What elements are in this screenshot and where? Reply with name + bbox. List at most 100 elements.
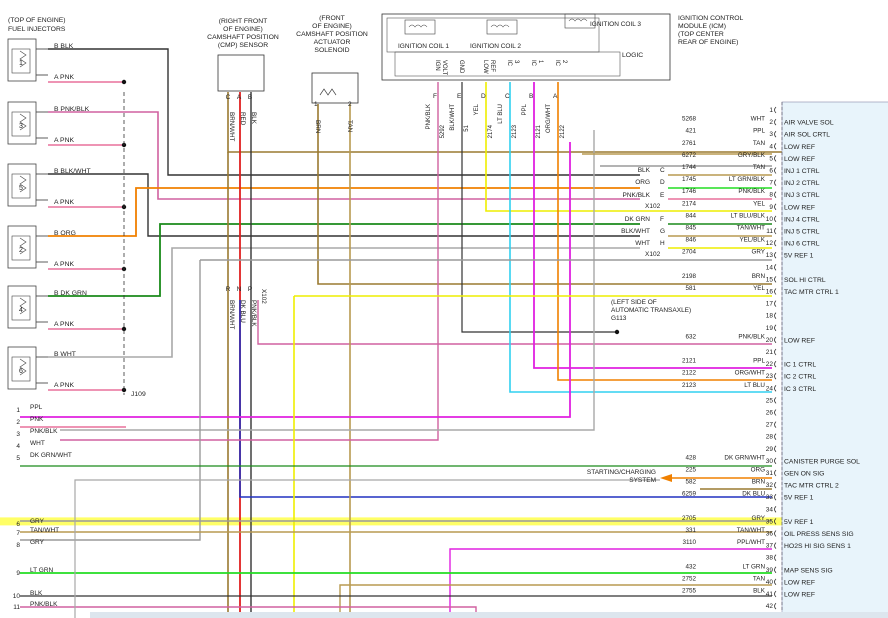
x102-wire: WHT: [635, 240, 650, 247]
coil-winding: [408, 24, 428, 28]
connector-symbol: [774, 191, 777, 198]
connector-symbol: [774, 130, 777, 138]
icm-pin-name: VOLT: [441, 60, 447, 76]
ecm-circuit-number: 428: [685, 454, 696, 461]
x102-pin: F: [660, 216, 664, 223]
ground-label: (LEFT SIDE OF: [611, 299, 657, 306]
injector-pin-b: B DK GRN: [54, 290, 87, 297]
ecm-wire-color: TAN: [753, 164, 766, 171]
ecm-wire-color: GRY/BLK: [738, 152, 766, 159]
connector-symbol: [774, 324, 777, 332]
x102-pin: D: [660, 179, 665, 186]
ecm-pin-function: OIL PRESS SENS SIG: [784, 531, 854, 538]
left-wire-label: LT GRN: [30, 567, 54, 574]
ecm-pin-function: IC 3 CTRL: [784, 386, 816, 393]
ecm-wire-color: YEL/BLK: [739, 237, 765, 244]
ecm-pin-number: 29: [766, 446, 774, 453]
icm-pin-letter: C: [505, 93, 510, 100]
solenoid-title: CAMSHAFT POSITION: [296, 31, 368, 38]
wire-brn: [317, 104, 772, 285]
icm-pin-name: 3: [513, 60, 519, 64]
starting-label: SYSTEM: [629, 477, 656, 484]
ecm-pin-number: 35: [766, 518, 774, 525]
x102-pin: C: [660, 167, 665, 174]
cmp-wire-label: RED: [239, 112, 246, 126]
wire-blk: [48, 48, 640, 176]
ecm-wire-color: WHT: [751, 116, 765, 123]
cmp-lower-wire-label: PNK/BLK: [250, 300, 257, 327]
wire-pnk-blk: [48, 111, 640, 200]
ecm-pin-number: 9: [769, 204, 773, 211]
connector-symbol: [774, 445, 777, 453]
ecm-circuit-number: 5268: [682, 116, 697, 123]
ecm-pin-number: 20: [766, 337, 774, 344]
left-wire-label: BLK: [30, 590, 43, 597]
wire-blk-wht: [461, 82, 617, 333]
ecm-circuit-number: 1745: [682, 176, 697, 183]
ecm-pin-number: 31: [766, 470, 774, 477]
icm-title: MODULE (ICM): [678, 23, 726, 30]
ecm-wire-color: PPL: [753, 358, 765, 365]
x102-label: X102: [645, 251, 661, 258]
ecm-circuit-number: 421: [685, 128, 696, 135]
ecm-pin-number: 23: [766, 373, 774, 380]
solenoid-body: [311, 72, 359, 104]
ecm-pin-number: 24: [766, 385, 774, 392]
connector-symbol: [774, 578, 777, 586]
injector-number: 3: [19, 123, 23, 130]
left-wire-label: DK GRN/WHT: [30, 452, 72, 459]
ecm-circuit-number: 1744: [682, 164, 697, 171]
icm-title: REAR OF ENGINE): [678, 39, 738, 46]
left-pin-number: 1: [16, 407, 20, 414]
connector-symbol: [774, 155, 777, 162]
injector-number: 4: [19, 307, 23, 314]
ecm-circuit-number: 2704: [682, 249, 697, 256]
left-pin-number: 8: [16, 542, 20, 549]
injector-pin-a: A PNK: [54, 321, 74, 328]
ecm-wire-color: LT GRN/BLK: [729, 176, 766, 183]
coil-label: IGNITION COIL 2: [470, 43, 521, 50]
connector-symbol: [774, 300, 777, 307]
cmp-title: OF ENGINE): [223, 26, 263, 33]
injector-winding: [19, 50, 27, 68]
ignition-coil: [404, 19, 436, 35]
connector-symbol: [774, 481, 777, 489]
ecm-pin-number: 22: [766, 361, 774, 368]
injector-number: 2: [19, 247, 23, 254]
ecm-pin-function: LOW REF: [784, 204, 815, 211]
injector-title: (TOP OF ENGINE): [8, 17, 66, 24]
ecm-wire-color: YEL: [753, 200, 765, 207]
ecm-pin-function: AIR SOL CRTL: [784, 132, 830, 139]
ecm-wire-color: LT GRN: [742, 563, 765, 570]
cmp-pin: B: [248, 94, 252, 101]
connector-symbol: [774, 264, 777, 271]
solenoid-title: ACTUATOR: [314, 39, 351, 46]
cmp-sensor: [217, 54, 265, 92]
ecm-circuit-number: 581: [685, 285, 696, 292]
ecm-circuit-number: 2121: [682, 358, 697, 365]
connector-symbol: [774, 506, 777, 513]
ecm-circuit-number: 331: [685, 527, 696, 534]
ecm-wire-color: TAN: [753, 575, 766, 582]
splice-label: J109: [131, 391, 146, 398]
ecm-pin-number: 33: [766, 494, 774, 501]
icm-wire-label: LT BLU: [498, 104, 504, 124]
ecm-pin-number: 2: [769, 119, 773, 126]
ecm-wire-color: GRY: [751, 249, 765, 256]
ecm-circuit-number: 845: [685, 225, 696, 232]
connector-symbol: [774, 348, 777, 356]
cmp-title: (CMP) SENSOR: [218, 42, 268, 49]
ecm-pin-function: LOW REF: [784, 579, 815, 586]
connector-symbol: [774, 106, 777, 114]
icm-pin-letter: E: [457, 93, 462, 100]
icm-pin-letter: D: [481, 93, 486, 100]
ecm-pin-function: 5V REF 1: [784, 519, 814, 526]
ecm-pin-number: 25: [766, 397, 774, 404]
injector-pin-a: A PNK: [54, 261, 74, 268]
icm-module: [381, 13, 671, 81]
wire-wht: [60, 130, 595, 431]
ecm-pin-number: 27: [766, 422, 774, 429]
ecm-circuit-number: 2123: [682, 382, 697, 389]
connector-symbol: [774, 215, 777, 223]
ecm-wire-color: BLK: [753, 588, 766, 595]
